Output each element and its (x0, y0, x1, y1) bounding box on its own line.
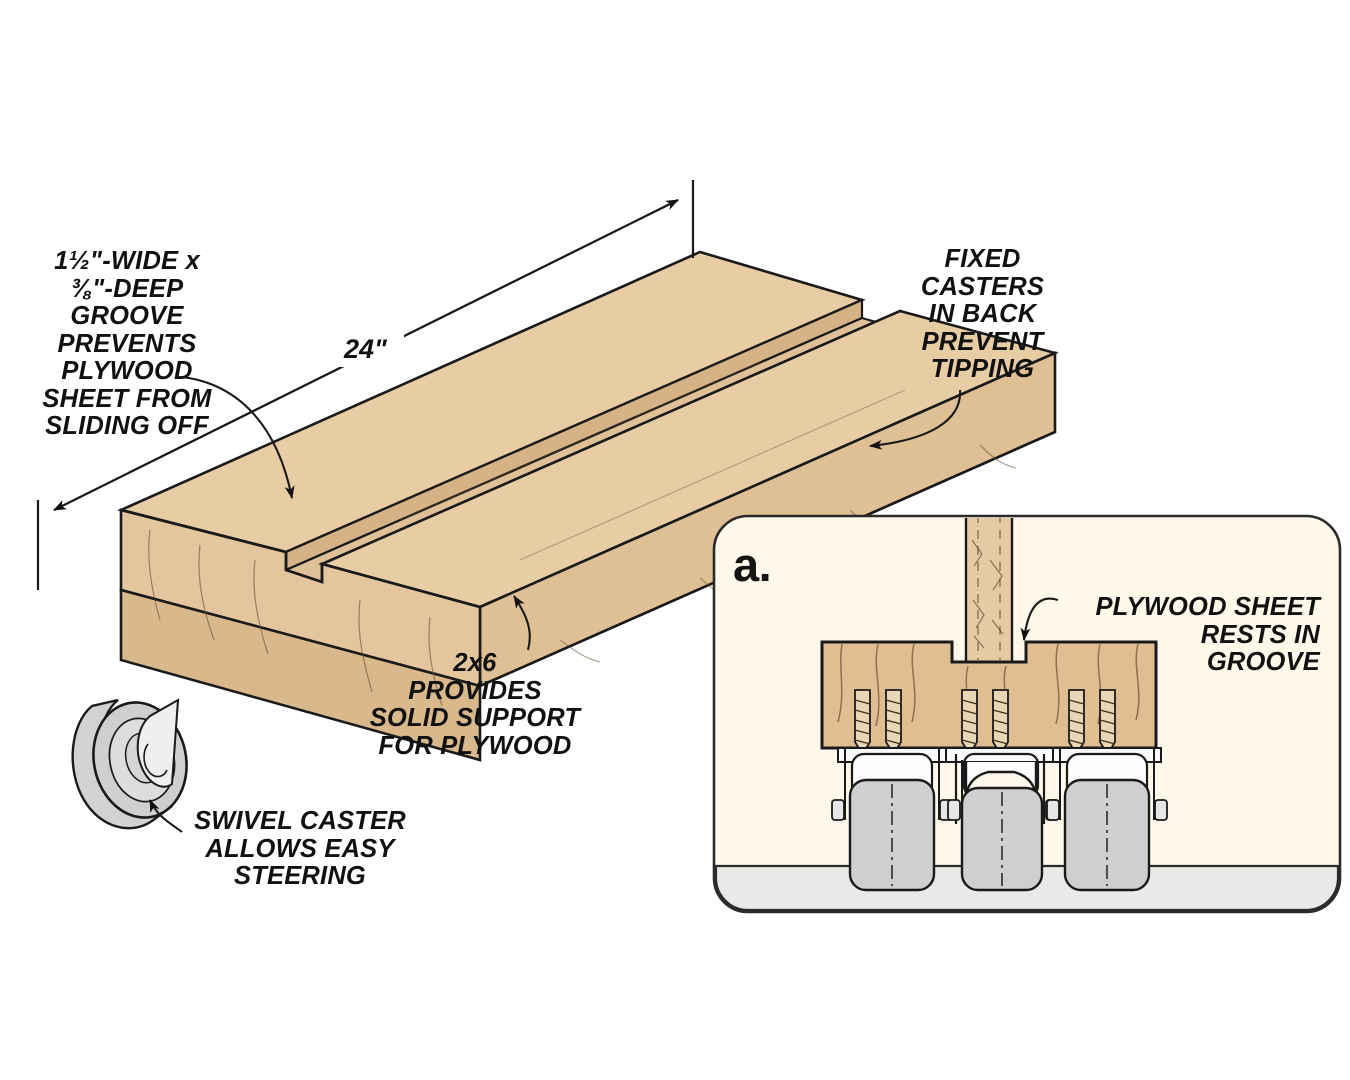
swivel-caster-wheel (71, 698, 188, 830)
caster-wheel (848, 778, 936, 892)
inset-screws (854, 689, 1116, 756)
leader-2x6 (513, 595, 531, 651)
screw (1099, 689, 1116, 756)
dimension-label-length: 24" (344, 334, 387, 364)
callout-swivel-caster-label: SWIVEL CASTER ALLOWS EASY STEERING (194, 807, 406, 891)
inset-cross-section (820, 518, 1168, 892)
leader-plywood-rests (1020, 597, 1059, 641)
wood-grain-end (148, 529, 443, 707)
callout-fixed-casters-label: FIXED CASTERS IN BACK PREVENT TIPPING (920, 245, 1045, 384)
dimension-line-24 (36, 180, 695, 590)
screw (992, 689, 1009, 756)
inset-plywood-sheet (964, 518, 1014, 664)
screw (854, 689, 871, 756)
screw (961, 689, 978, 756)
inset-caster-swivel-middle (945, 747, 1059, 892)
groove-profile-outline (120, 508, 481, 609)
leader-fixed-casters (869, 389, 962, 450)
screw (1068, 689, 1085, 756)
leader-swivel (149, 799, 183, 833)
inset-panel (712, 514, 1342, 914)
screw (885, 689, 902, 756)
callout-2x6-label: 2x6 PROVIDES SOLID SUPPORT FOR PLYWOOD (369, 649, 581, 760)
board-left-end-lower-face (119, 588, 482, 762)
callout-plywood-rests-label: PLYWOOD SHEET RESTS IN GROOVE (1095, 593, 1320, 677)
leader-lines (149, 375, 962, 833)
inset-caster-fixed-left (831, 747, 953, 892)
caster-wheel (1063, 778, 1151, 892)
callout-groove-label: 1½"-WIDE x ⅜"-DEEP GROOVE PREVENTS PLYWO… (42, 247, 212, 441)
wood-grain-top (399, 361, 906, 561)
inset-caster-fixed-right (1046, 747, 1168, 892)
leader-groove (181, 375, 295, 499)
inset-letter-label: a. (733, 538, 772, 591)
